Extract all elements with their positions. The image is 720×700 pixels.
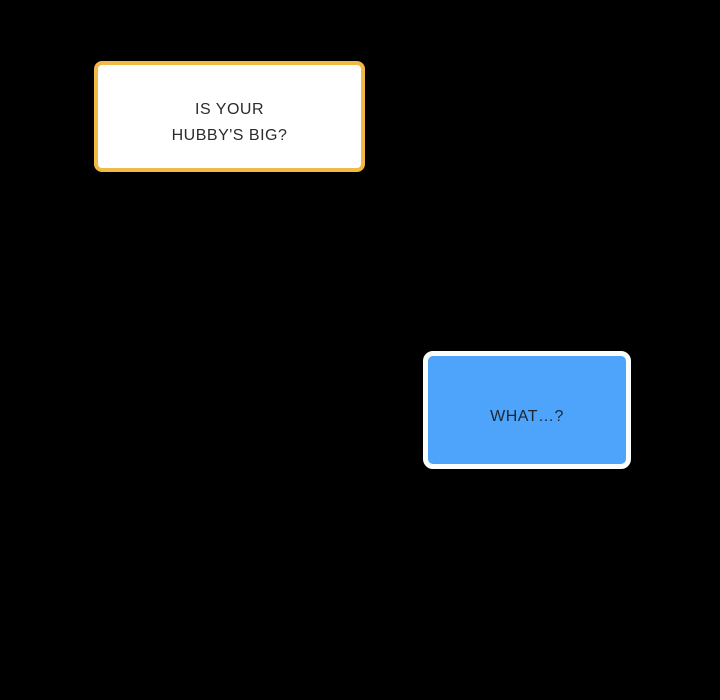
dialogue-text-line: HUBBY'S BIG? (171, 126, 288, 144)
dialogue-text-line: IS YOUR (195, 100, 264, 118)
dialogue-text-line: WHAT…? (490, 408, 564, 425)
dialogue-box-reply: WHAT…? (423, 351, 631, 469)
dialogue-box-question: IS YOUR HUBBY'S BIG? (94, 61, 365, 172)
